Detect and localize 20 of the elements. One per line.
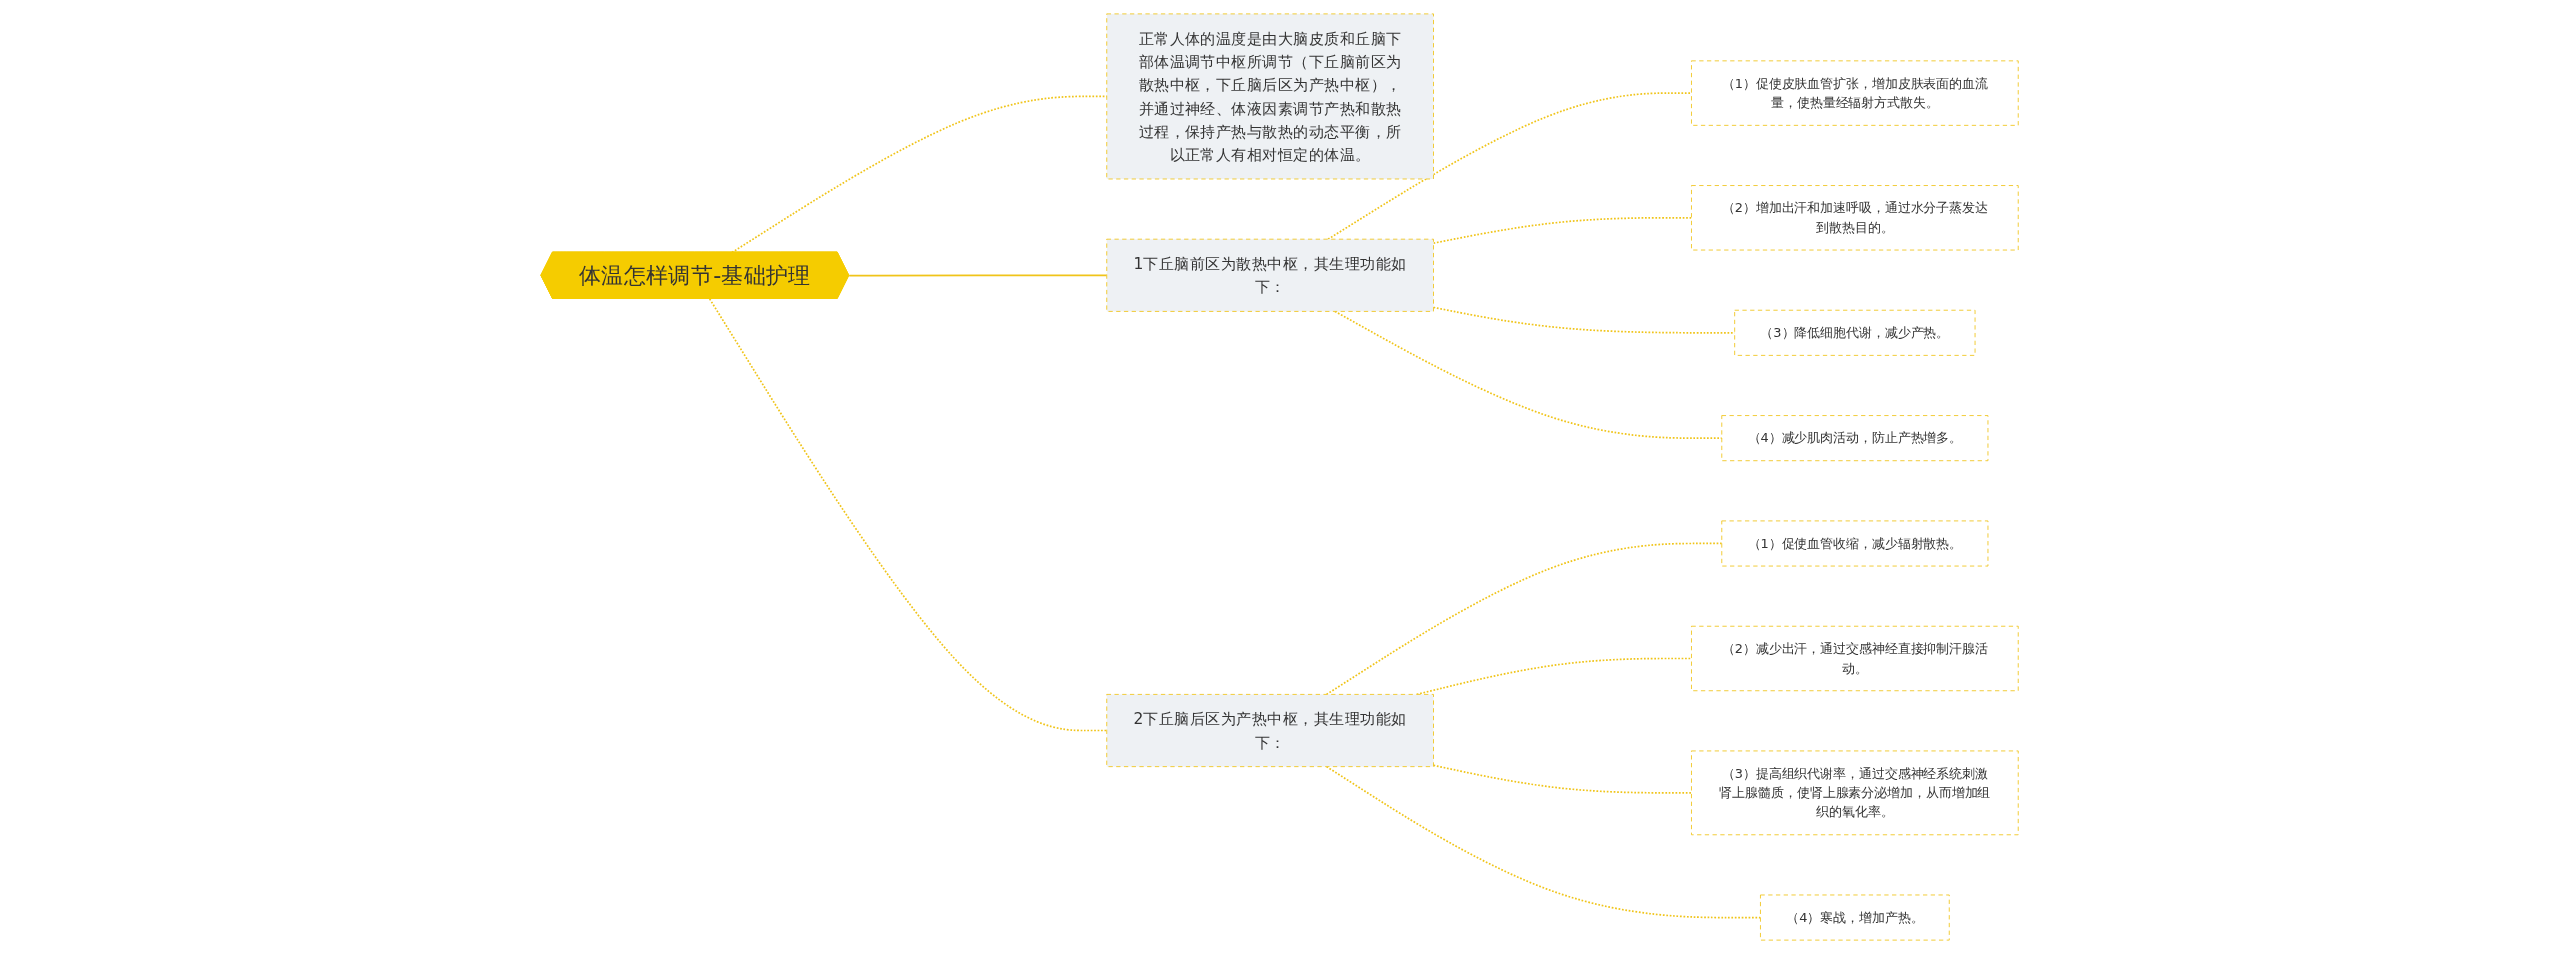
connector [1327,91,1693,240]
node-box: （3）降低细胞代谢，减少产热。 [1734,309,1976,356]
connector [1326,765,1762,918]
connector [709,297,1109,731]
node-box: （1）促使皮肤血管扩张，增加皮肤表面的血流量，使热量经辐射方式散失。 [1691,59,2020,126]
node-box: （2）增加出汗和加速呼吸，通过水分子蒸发达到散热目的。 [1691,184,2020,250]
connector [1433,306,1736,334]
connector [848,273,1109,277]
node-box: （4）寒战，增加产热。 [1760,894,1951,941]
node-box: （2）减少出汗，通过交感神经直接抑制汗腺活动。 [1691,625,2020,691]
connector [1334,310,1724,439]
node-box: （3）提高组织代谢率，通过交感神经系统刺激肾上腺髓质，使肾上腺素分泌增加，从而增加组织的氧化率。 [1691,750,2020,835]
node-box: 2下丘脑后区为产热中枢，其生理功能如下： [1106,693,1435,767]
node-box: 正常人体的温度是由大脑皮质和丘脑下部体温调节中枢所调节（下丘脑前区为散热中枢，下丘脑后区为产热中枢），并通过神经、体液因素调节产热和散热过程，保持产热与散热的动态平衡，所以正常人有相对恒定的体温。 [1106,12,1435,179]
node-box: （4）减少肌肉活动，防止产热增多。 [1721,414,1989,461]
connector [1433,216,1693,244]
connector [1326,542,1724,695]
connector [1433,764,1693,794]
node-box: 1下丘脑前区为散热中枢，其生理功能如下： [1106,238,1435,312]
node-box: （1）促使血管收缩，减少辐射散热。 [1721,520,1989,566]
